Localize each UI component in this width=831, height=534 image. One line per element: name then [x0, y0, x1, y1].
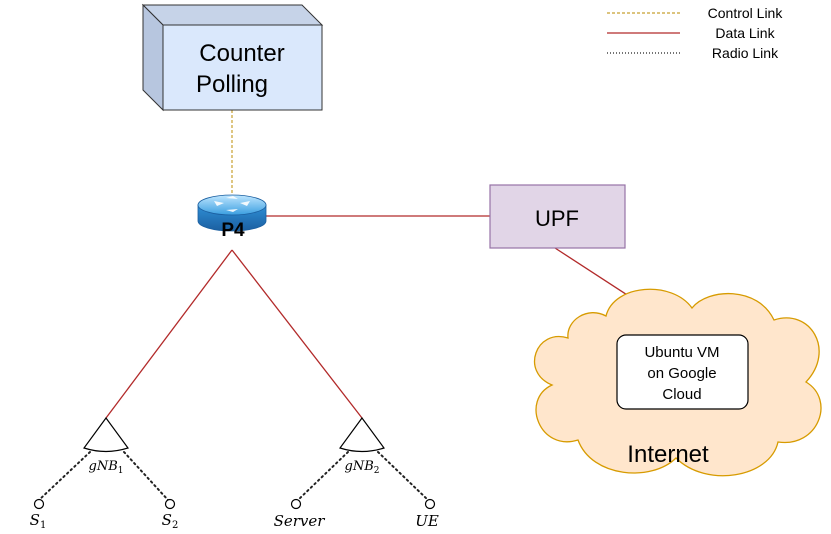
gnb1: gNB1 [38, 416, 169, 501]
router-arrows-icon [214, 196, 250, 212]
node-server-label: Server [274, 512, 326, 530]
ubuntu-vm-line3: Cloud [662, 386, 701, 403]
data-link-upf-cloud [554, 247, 639, 303]
node-ue-circle [424, 498, 436, 510]
upf-rect [489, 184, 626, 249]
p4-switch: P4 [197, 194, 267, 241]
gnb2: gNB2 [297, 416, 429, 501]
legend-control-link-label: Control Link [708, 5, 784, 21]
gnb2-antenna-icon [339, 416, 385, 453]
internet-label: Internet [627, 441, 709, 468]
gnb1-label-sub: 1 [118, 466, 124, 476]
node-s2-label: S2 [162, 511, 179, 531]
data-link-p4-gnb2 [231, 249, 363, 419]
upf-box: UPF [489, 184, 626, 249]
radio-link-gnb2-server [297, 451, 349, 501]
node-s1-label: S1 [30, 511, 47, 531]
gnb1-antenna-icon [83, 416, 129, 453]
radio-link-gnb1-s1 [38, 451, 91, 501]
radio-link-gnb2-ue [377, 451, 429, 501]
p4-label: P4 [221, 220, 245, 241]
gnb2-label: gNB2 [345, 459, 380, 476]
node-server-circle [290, 498, 302, 510]
legend-radio-link-label: Radio Link [712, 45, 779, 61]
gnb2-label-sub: 2 [374, 466, 380, 476]
upf-label: UPF [535, 206, 579, 231]
counter-polling-top-face [141, 4, 324, 26]
node-ue-label: UE [415, 512, 439, 530]
radio-link-gnb1-s2 [123, 451, 169, 501]
ubuntu-vm-box [616, 334, 749, 410]
data-link-p4-gnb1 [105, 249, 233, 419]
ubuntu-vm-line2: on Google [647, 365, 716, 382]
node-s1-label-sub: 1 [40, 520, 46, 531]
internet-cloud: Ubuntu VM on Google Cloud Internet [533, 288, 822, 477]
node-s1-circle [33, 498, 45, 510]
node-ue: UE [415, 498, 439, 530]
counter-polling-box: Counter Polling [141, 3, 324, 112]
gnb1-label: gNB1 [89, 459, 124, 476]
node-s1-label-base: S [30, 511, 40, 529]
gnb2-label-base: gNB [345, 459, 374, 474]
node-server: Server [274, 498, 326, 530]
node-s2-circle [164, 498, 176, 510]
node-s2-label-sub: 2 [172, 520, 178, 531]
node-s1: S1 [30, 498, 47, 531]
legend-data-link-label: Data Link [715, 25, 775, 41]
router-top [197, 194, 267, 216]
gnb1-label-base: gNB [89, 459, 118, 474]
counter-polling-line1: Counter [199, 40, 284, 67]
node-s2-label-base: S [162, 511, 172, 529]
node-s2: S2 [162, 498, 179, 531]
ubuntu-vm-line1: Ubuntu VM [644, 344, 719, 361]
counter-polling-line2: Polling [196, 71, 268, 98]
legend: Control Link Data Link Radio Link [607, 5, 783, 61]
counter-polling-front-face [162, 24, 323, 111]
